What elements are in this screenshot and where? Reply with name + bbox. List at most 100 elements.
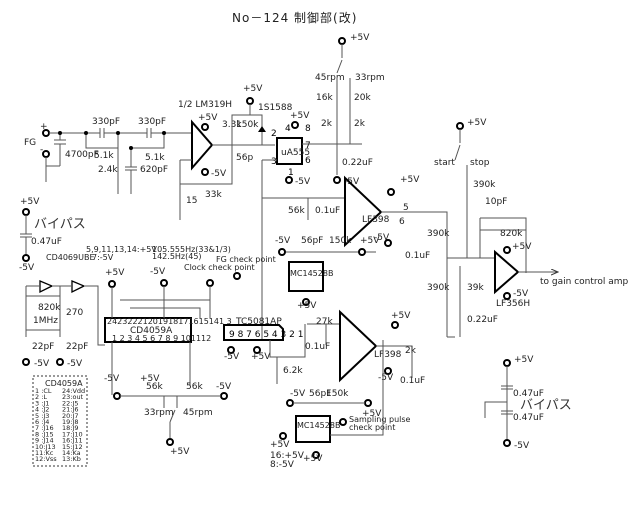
svg-text:6.2k: 6.2k [283, 366, 303, 376]
svg-text:-5V: -5V [513, 289, 529, 299]
svg-text:1 2 3 4 5 6 7 8 9 101112: 1 2 3 4 5 6 7 8 9 101112 [112, 334, 211, 343]
svg-text:+5V: +5V [290, 111, 310, 121]
svg-text:uA555: uA555 [281, 148, 310, 158]
pinout-entry: 3 :J1 [35, 399, 49, 407]
svg-text:LF398: LF398 [362, 215, 390, 225]
pinout-entry: 5 :J3 [35, 412, 49, 420]
svg-text:5.1k: 5.1k [145, 153, 165, 163]
svg-text:9 8 7 6 5 4 3 2 1: 9 8 7 6 5 4 3 2 1 [229, 330, 303, 340]
svg-text:+5V: +5V [467, 118, 487, 128]
svg-text:-5V: -5V [104, 374, 120, 384]
svg-text:22pF: 22pF [32, 342, 54, 352]
svg-text:Sampling pulse: Sampling pulse [349, 415, 411, 424]
svg-text:0.1uF: 0.1uF [400, 376, 425, 386]
comparator-lm319: 1/2 LM319H +5V -5V 33k 15 3.3k 150k 56p … [178, 84, 293, 220]
svg-text:+5V: +5V [170, 447, 190, 457]
svg-text:8:-5V: 8:-5V [270, 460, 295, 470]
pinout-entry: 12:Vss [35, 455, 57, 463]
svg-text:0.1uF: 0.1uF [305, 342, 330, 352]
svg-text:-5V: -5V [295, 177, 311, 187]
svg-text:15: 15 [186, 196, 197, 206]
pinout-entry: 11:Kc [35, 449, 54, 457]
svg-text:+5V: +5V [512, 242, 532, 252]
svg-text:+5V: +5V [20, 197, 40, 207]
svg-text:33rpm: 33rpm [355, 73, 385, 83]
svg-text:-5V: -5V [216, 382, 232, 392]
svg-text:45rpm: 45rpm [183, 408, 213, 418]
svg-text:CD4069UBE: CD4069UBE [46, 253, 95, 262]
svg-text:0.47uF: 0.47uF [513, 413, 544, 423]
svg-text:150k: 150k [329, 236, 352, 246]
svg-text:1: 1 [288, 168, 294, 178]
svg-text:6: 6 [305, 156, 311, 166]
pinout-entry: 22:J5 [62, 399, 79, 407]
svg-text:-5V: -5V [211, 169, 227, 179]
divider-cd4059a: 24232221201918171615141 3 CD4059A 1 2 3 … [86, 245, 241, 395]
svg-text:+: + [40, 122, 48, 132]
svg-text:LF356H: LF356H [496, 299, 530, 309]
svg-text:+5V: +5V [400, 175, 420, 185]
svg-text:270: 270 [66, 308, 83, 318]
pinout-entry: 23:out [62, 393, 84, 401]
pinout-entry: 10:J13 [35, 443, 56, 451]
svg-text:22pF: 22pF [66, 342, 88, 352]
output-amp-lf356: 10pF 820k 390k +5V -5V LF356H to gain co… [427, 197, 629, 338]
sample-hold-2: 27k 0.1uF LF398 +5V 2k 0.1uF -5V [305, 309, 425, 386]
svg-text:2.4k: 2.4k [98, 165, 118, 175]
svg-text:Clock check point: Clock check point [184, 263, 255, 272]
svg-text:56k: 56k [186, 382, 203, 392]
svg-text:142.5Hz(45): 142.5Hz(45) [152, 252, 202, 261]
svg-text:39k: 39k [467, 283, 484, 293]
svg-text:105.555Hz(33&1/3): 105.555Hz(33&1/3) [152, 245, 231, 254]
output-label: to gain control amp [540, 277, 629, 287]
svg-text:-5V: -5V [344, 177, 360, 187]
pinout-entry: 4 :J2 [35, 406, 49, 414]
svg-text:5.1k: 5.1k [94, 151, 114, 161]
fg-label: FG [24, 138, 36, 148]
pinout-entry: 2 :L [35, 393, 47, 401]
svg-text:7: 7 [305, 141, 311, 151]
pinout-entry: 13:Kb [62, 455, 81, 463]
svg-text:0.22uF: 0.22uF [467, 315, 498, 325]
svg-text:0.47uF: 0.47uF [513, 389, 544, 399]
svg-text:-5V: -5V [290, 389, 306, 399]
svg-text:+5V: +5V [140, 374, 160, 384]
svg-text:+5V: +5V [360, 236, 380, 246]
monostable-1: MC14528B -5V 56pF 150k +5V +5V FG check … [184, 236, 380, 311]
svg-text:-5V: -5V [67, 359, 83, 369]
bypass-right: +5V 0.47uF バイパス 0.47uF -5V [484, 355, 572, 451]
svg-text:+5V: +5V [270, 440, 290, 450]
svg-text:56pF: 56pF [301, 236, 323, 246]
svg-text:+5V: +5V [243, 84, 263, 94]
svg-text:5,9,11,13,14:+5V: 5,9,11,13,14:+5V [86, 245, 157, 254]
dac-tc5081ap: TC5081AP 9 8 7 6 5 4 3 2 1 -5V +5V 6.2k [223, 317, 306, 384]
svg-text:-5V: -5V [514, 441, 530, 451]
svg-text:start: start [434, 158, 455, 168]
svg-text:56p: 56p [236, 153, 253, 163]
speed-select-bottom: -5V +5V 56k 56k -5V 33rpm 45rpm +5V [104, 374, 232, 457]
svg-text:CD4059A: CD4059A [130, 326, 173, 336]
svg-text:27k: 27k [316, 317, 333, 327]
pinout-entry: 14:Ka [62, 449, 81, 457]
pinout-entry: 18:J9 [62, 424, 79, 432]
svg-text:330pF: 330pF [92, 117, 120, 127]
svg-text:330pF: 330pF [138, 117, 166, 127]
svg-text:+5V: +5V [391, 311, 411, 321]
svg-text:バイパス: バイパス [34, 217, 86, 232]
svg-text:20k: 20k [354, 93, 371, 103]
svg-text:-5V: -5V [224, 352, 240, 362]
svg-text:-: - [40, 145, 43, 155]
speed-select-top: +5V 45rpm 33rpm 16k 20k 2k 2k 0.22uF -5V [315, 33, 385, 187]
sample-hold-1: 56k 0.1uF LF398 +5V -5V 0.1uF 5 6 [262, 175, 448, 261]
svg-text:+5V: +5V [362, 409, 382, 419]
svg-text:1MHz: 1MHz [33, 316, 58, 326]
svg-text:1/2 LM319H: 1/2 LM319H [178, 100, 232, 110]
svg-text:CD4059A: CD4059A [45, 379, 83, 388]
svg-text:-5V: -5V [150, 267, 166, 277]
svg-text:56k: 56k [146, 382, 163, 392]
svg-text:56k: 56k [288, 206, 305, 216]
svg-text:0.1uF: 0.1uF [405, 251, 430, 261]
